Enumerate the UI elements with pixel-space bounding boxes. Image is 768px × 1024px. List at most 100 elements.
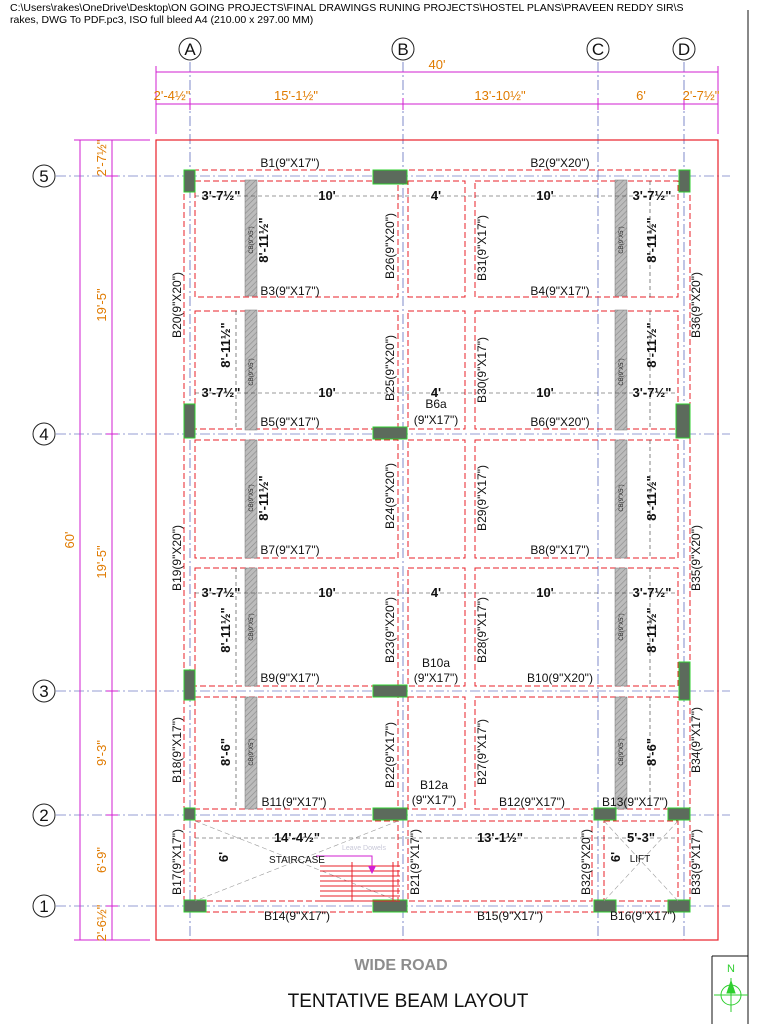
dim-10-row2-left: 10' — [318, 385, 336, 400]
beam-label-b29: B29(9"X17") — [475, 465, 489, 531]
dim-13-1: 13'-1½" — [477, 830, 523, 845]
column — [593, 807, 617, 821]
beam-label-b9: B9(9"X17") — [260, 671, 319, 685]
beam-label-b13: B13(9"X17") — [602, 795, 668, 809]
beam-label-b22: B22(9"X17") — [383, 722, 397, 788]
beam-label-b10a-size: (9"X17") — [414, 671, 459, 685]
dim-left-3: 19'-5" — [94, 545, 109, 579]
grid-label-2: 2 — [39, 806, 48, 825]
dim-10-row3-right: 10' — [536, 585, 554, 600]
file-path-text: C:\Users\rakes\OneDrive\Desktop\ON GOING… — [10, 2, 684, 14]
dim-6-lift: 6' — [608, 852, 623, 862]
north-arrow-icon — [714, 978, 748, 1012]
cb-label-a5: CB(9"X5") — [249, 738, 255, 765]
column — [183, 169, 196, 193]
beam-label-b31: B31(9"X17") — [475, 215, 489, 281]
grid-label-4: 4 — [39, 425, 48, 444]
beam-label-b35: B35(9"X20") — [689, 525, 703, 591]
dim-top-3: 13'-10½" — [474, 88, 526, 103]
cantilever-beam-a-4 — [244, 567, 258, 687]
dim-left-4: 9'-3" — [94, 740, 109, 766]
plot-header: C:\Users\rakes\OneDrive\Desktop\ON GOING… — [10, 2, 760, 26]
beam-label-b19: B19(9"X20") — [170, 525, 184, 591]
cantilever-beam-d-mid — [614, 309, 628, 431]
grid-bubble-2 — [32, 803, 56, 827]
dim-top-2: 15'-1½" — [274, 88, 318, 103]
grid-label-d: D — [678, 40, 690, 59]
beam-label-b26: B26(9"X20") — [383, 213, 397, 279]
cb-label-d3: CB(9"X5") — [619, 484, 625, 511]
beam-label-b4: B4(9"X17") — [530, 284, 589, 298]
grid-bubble-3 — [32, 679, 56, 703]
grid-label-c: C — [592, 40, 604, 59]
beam-label-b2: B2(9"X20") — [530, 156, 589, 170]
column — [675, 403, 691, 439]
cantilever-beam-a-3 — [244, 439, 258, 559]
beam-label-b1: B1(9"X17") — [260, 156, 319, 170]
beam-label-b5: B5(9"X17") — [260, 415, 319, 429]
column — [678, 169, 691, 193]
beam-label-b12a-size: (9"X17") — [412, 793, 457, 807]
grid-bubbles — [32, 37, 696, 918]
beam-label-b27: B27(9"X17") — [475, 719, 489, 785]
cantilever-beam-a-5 — [244, 696, 258, 810]
dim-left-1: 2'-7½" — [94, 139, 109, 176]
column — [183, 807, 196, 821]
grid-label-3: 3 — [39, 682, 48, 701]
column — [372, 426, 408, 440]
cb-label-d4: CB(9"X5") — [619, 613, 625, 640]
left-dimension-text: 60' 2'-7½" 19'-5" 19'-5" 9'-3" 6'-9" 2'-… — [62, 139, 109, 941]
cantilever-beams — [244, 179, 628, 810]
grid-bubble-c — [586, 37, 610, 61]
staircase-label: STAIRCASE — [269, 855, 325, 866]
grid-bubble-a — [178, 37, 202, 61]
cb-label-a1: CB(9"X5") — [249, 226, 255, 253]
beam-labels-vertical: B20(9"X20") B19(9"X20") B18(9"X17") B17(… — [170, 213, 703, 895]
staircase: STAIRCASE Leave Dowels — [194, 820, 400, 902]
inner-dimension-lines — [195, 181, 678, 839]
beam-label-b20: B20(9"X20") — [170, 272, 184, 338]
grid-label-b: B — [397, 40, 408, 59]
top-dimension-lines — [155, 66, 719, 134]
grid-bubble-labels: A B C D 5 4 3 2 1 — [39, 40, 690, 916]
beam-labels-horizontal: B1(9"X17") B2(9"X20") B3(9"X17") B4(9"X1… — [260, 156, 676, 923]
drawing-title: TENTATIVE BEAM LAYOUT — [288, 991, 529, 1012]
dim-3-7-row3-right: 3'-7½" — [633, 585, 672, 600]
column — [372, 169, 408, 185]
dim-top-5: 2'-7½" — [683, 88, 720, 103]
plot-boundary — [155, 139, 719, 941]
inner-dimension-text: 3'-7½" 10' 4' 10' 3'-7½" 3'-7½" 10' 4' 1… — [202, 188, 672, 862]
beam-label-b36: B36(9"X20") — [689, 272, 703, 338]
dim-4-row2: 4' — [431, 385, 441, 400]
cantilever-beam-d-top — [614, 179, 628, 297]
beam-label-b12a: B12a — [420, 778, 448, 792]
dim-4-row3: 4' — [431, 585, 441, 600]
dim-3-7-row1-right: 3'-7½" — [633, 188, 672, 203]
beam-label-b11: B11(9"X17") — [262, 795, 327, 809]
column — [183, 403, 196, 439]
grid-bubble-b — [391, 37, 415, 61]
column — [372, 684, 408, 698]
cantilever-beam-d-4 — [614, 567, 628, 687]
grid-label-1: 1 — [39, 897, 48, 916]
dim-8-11-row4-left: 8'-11½" — [218, 607, 233, 652]
dim-8-11-row3-left: 8'-11½" — [256, 475, 271, 520]
starter-note: Leave Dowels — [342, 845, 386, 852]
cantilever-beam-a-top — [244, 179, 258, 297]
title-block-lines — [711, 10, 749, 1024]
column — [183, 899, 207, 913]
beam-label-b15: B15(9"X17") — [477, 909, 543, 923]
dim-8-11-mid-left: 8'-11½" — [218, 322, 233, 367]
dim-overall-width: 40' — [429, 57, 446, 72]
dim-overall-height: 60' — [62, 532, 77, 549]
dim-3-7-row3-left: 3'-7½" — [202, 585, 241, 600]
cantilever-beam-d-5 — [614, 696, 628, 810]
north-label: N — [727, 963, 735, 975]
dim-10-row1-right: 10' — [536, 188, 554, 203]
beam-label-b16: B16(9"X17") — [610, 909, 676, 923]
cantilever-beam-d-3 — [614, 439, 628, 559]
column — [667, 899, 691, 913]
beam-label-b24: B24(9"X20") — [383, 463, 397, 529]
cb-label-d1: CB(9"X5") — [619, 226, 625, 253]
